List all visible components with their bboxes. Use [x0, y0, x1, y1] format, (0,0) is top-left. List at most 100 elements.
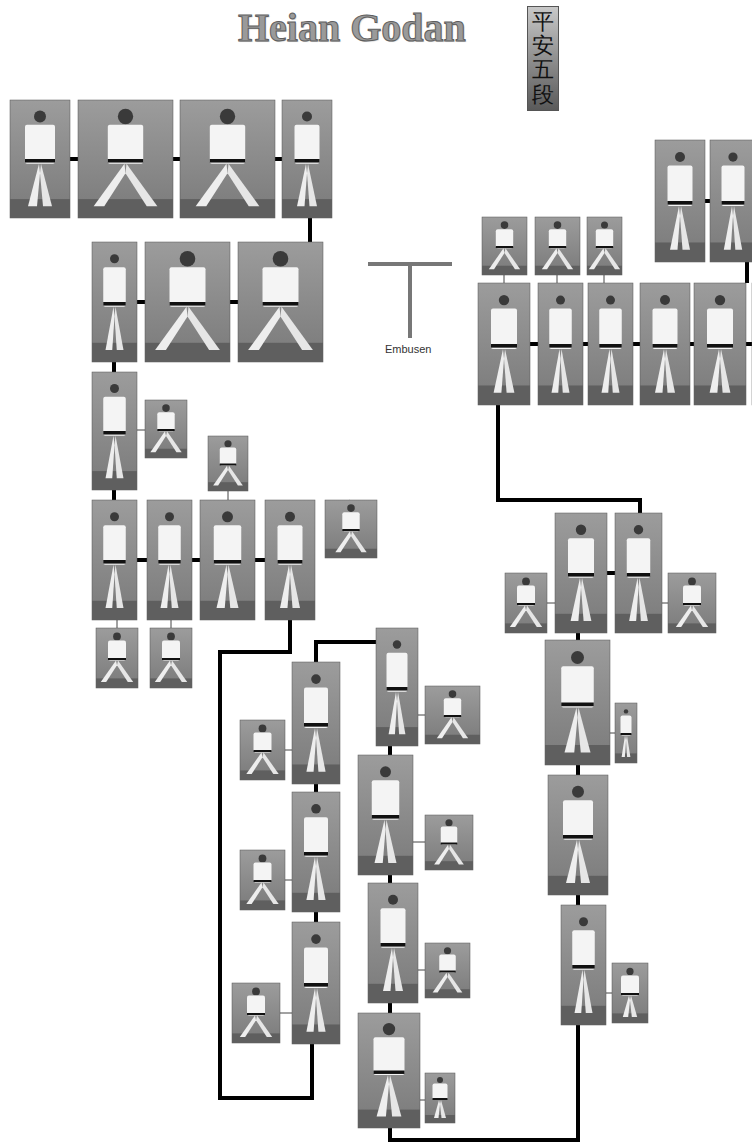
figure-head [675, 152, 685, 162]
photo-floor [200, 601, 255, 620]
photo-ground [368, 883, 418, 1003]
kata-photo [612, 963, 648, 1023]
leader-line [137, 430, 145, 431]
kata-photo [694, 283, 746, 405]
figure-belt [103, 302, 126, 306]
kata-photo [655, 140, 705, 262]
figure-leg [217, 565, 228, 608]
photo-ground [425, 943, 470, 998]
figure-belt [549, 344, 572, 348]
figure-gi [103, 525, 126, 565]
leader-line [547, 603, 555, 604]
photo-ground [145, 400, 187, 458]
figure-leg [306, 857, 316, 900]
leader-line [285, 880, 292, 881]
kata-photo [208, 436, 248, 491]
figure-leg [256, 1015, 272, 1037]
figure-gi [572, 930, 595, 970]
kata-photo [92, 500, 137, 620]
photo-ground [535, 217, 580, 275]
sequence-line [173, 157, 180, 161]
figure-belt [381, 943, 406, 947]
figure-belt [103, 560, 126, 564]
figure-belt [653, 344, 678, 348]
figure-gi [342, 512, 359, 531]
figure-gi [162, 641, 180, 661]
photo-ground [640, 283, 690, 405]
photo-floor [482, 266, 527, 275]
figure-head [660, 295, 670, 305]
sequence-line [583, 342, 588, 346]
photo-ground [587, 217, 622, 275]
figure-leg [263, 752, 279, 774]
leader-line [280, 1013, 292, 1014]
kata-photo [505, 573, 547, 633]
figure-leg [584, 970, 593, 1013]
photo-floor [78, 199, 173, 218]
figure-gi [108, 641, 126, 661]
figure-belt [572, 965, 595, 969]
sequence-line [255, 558, 265, 562]
figure-head [259, 855, 267, 863]
kata-photo [640, 283, 690, 405]
figure-head [624, 709, 628, 713]
figure-belt [561, 703, 594, 707]
sequence-line [576, 633, 580, 640]
figure-gi [563, 800, 593, 840]
figure-head [715, 295, 725, 305]
figure-leg [623, 995, 630, 1017]
figure-gi [517, 586, 535, 606]
photo-floor [425, 1115, 455, 1123]
photo-floor [150, 678, 192, 688]
figure-head [380, 766, 391, 777]
figure-head [113, 633, 121, 641]
photo-floor [640, 385, 690, 405]
photo-ground [325, 500, 377, 558]
figure-leg [155, 307, 187, 350]
figure-leg [166, 431, 182, 452]
photo-ground [555, 513, 607, 633]
figure-belt [441, 843, 458, 845]
figure-gi [444, 698, 461, 717]
figure-leg [680, 206, 690, 250]
photo-ground [292, 922, 340, 1044]
figure-leg [440, 1100, 446, 1118]
photo-ground [240, 720, 285, 780]
figure-belt [596, 246, 613, 248]
kata-photo [555, 513, 607, 633]
figure-gi [561, 666, 594, 707]
figure-head [626, 968, 633, 975]
photo-floor [92, 343, 137, 362]
figure-head [571, 651, 584, 664]
figure-head [554, 221, 562, 229]
figure-leg [248, 307, 280, 350]
figure-leg [565, 708, 578, 753]
figure-gi [374, 1037, 405, 1075]
figure-gi [439, 955, 456, 973]
kata-photo [240, 720, 285, 780]
photo-ground [505, 573, 547, 633]
figure-leg [433, 973, 448, 993]
figure-head [449, 690, 457, 698]
figure-gi [103, 397, 126, 436]
kata-photo [325, 500, 377, 558]
figure-leg [724, 206, 733, 250]
figure-leg [263, 882, 279, 904]
kanji-name: 平安五段 [532, 10, 554, 107]
kata-photo [292, 792, 340, 912]
figure-belt [304, 852, 328, 856]
photo-ground [376, 628, 418, 746]
figure-head [167, 633, 175, 641]
kata-photo [92, 372, 137, 490]
figure-head [285, 512, 295, 522]
photo-floor [505, 623, 547, 633]
sequence-line [70, 157, 78, 161]
photo-floor [358, 1110, 420, 1128]
figure-head [522, 578, 530, 586]
photo-floor [368, 984, 418, 1003]
figure-head [110, 384, 119, 393]
figure-leg [566, 840, 578, 883]
figure-gi [549, 309, 572, 349]
figure-gi [568, 538, 594, 578]
sequence-line [192, 558, 200, 562]
